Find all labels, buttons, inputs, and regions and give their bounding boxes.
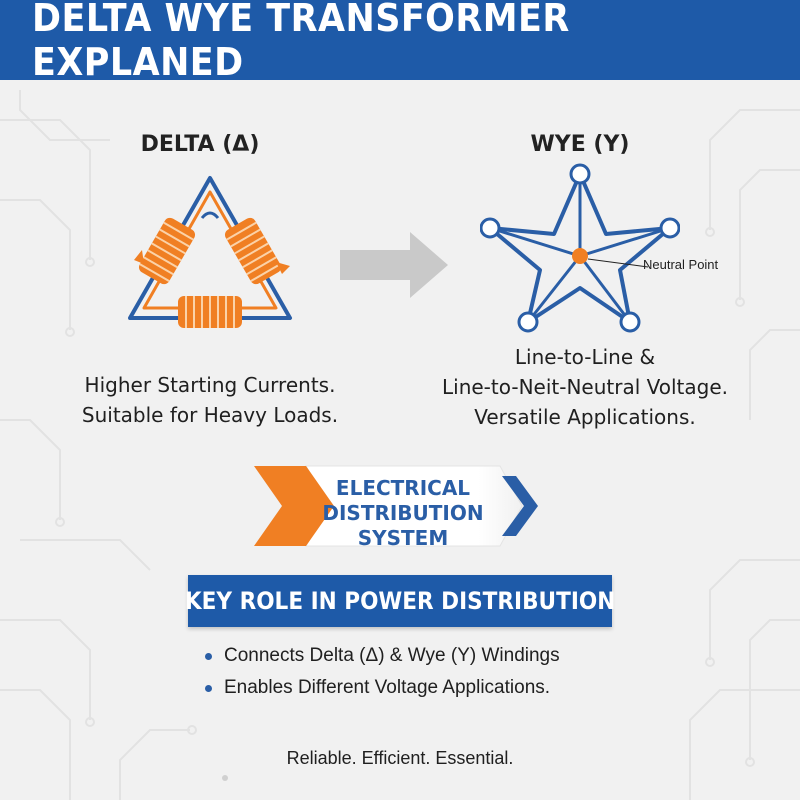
arrow-right-icon: [340, 232, 448, 298]
bullet-icon: [205, 684, 212, 692]
coil-bottom-icon: [178, 296, 242, 328]
delta-diagram: [128, 176, 292, 328]
bullet-text: Connects Delta (Δ) & Wye (Y) Windings: [224, 645, 560, 666]
delta-desc-line: Higher Starting Currents.: [84, 373, 336, 397]
wye-description: Line-to-Line & Line-to-Neit-Neutral Volt…: [420, 342, 750, 432]
list-item: Enables Different Voltage Applications.: [205, 672, 625, 704]
wye-desc-line: Line-to-Neit-Neutral Voltage.: [442, 375, 728, 399]
delta-desc-line: Suitable for Heavy Loads.: [81, 403, 339, 427]
distribution-banner-text: ELECTRICAL DISTRIBUTION SYSTEM: [318, 476, 488, 551]
bullet-icon: [205, 652, 212, 660]
coil-left-icon: [138, 217, 196, 285]
coil-right-icon: [224, 217, 282, 285]
banner-line: DISTRIBUTION: [322, 501, 484, 525]
tagline: Reliable. Efficient. Essential.: [286, 748, 514, 768]
wye-title: WYE (Y): [530, 132, 630, 157]
delta-title: DELTA (Δ): [140, 132, 260, 157]
neutral-point-label: Neutral Point: [643, 257, 719, 272]
bullet-text: Enables Different Voltage Applications.: [224, 677, 551, 698]
chevron-orange-icon: [254, 466, 334, 546]
delta-description: Higher Starting Currents. Suitable for H…: [50, 370, 370, 430]
key-role-box: KEY ROLE IN POWER DISTRIBUTION: [184, 575, 616, 627]
distribution-banner: [254, 465, 538, 547]
key-role-title: KEY ROLE IN POWER DISTRIBUTION: [184, 587, 616, 615]
wye-diagram: [480, 163, 680, 333]
banner-line: ELECTRICAL: [335, 476, 471, 500]
key-role-bullets: Connects Delta (Δ) & Wye (Y) Windings En…: [205, 640, 625, 704]
wye-desc-line: Versatile Applications.: [474, 405, 696, 429]
wye-desc-line: Line-to-Line &: [514, 345, 656, 369]
header-banner: DELTA WYE TRANSFORMER EXPLANED: [0, 0, 800, 84]
list-item: Connects Delta (Δ) & Wye (Y) Windings: [205, 640, 625, 672]
neutral-point-icon: [572, 248, 588, 264]
page-title: DELTA WYE TRANSFORMER EXPLANED: [32, 0, 570, 84]
chevron-blue-icon: [502, 476, 538, 536]
banner-line: SYSTEM: [357, 526, 449, 550]
